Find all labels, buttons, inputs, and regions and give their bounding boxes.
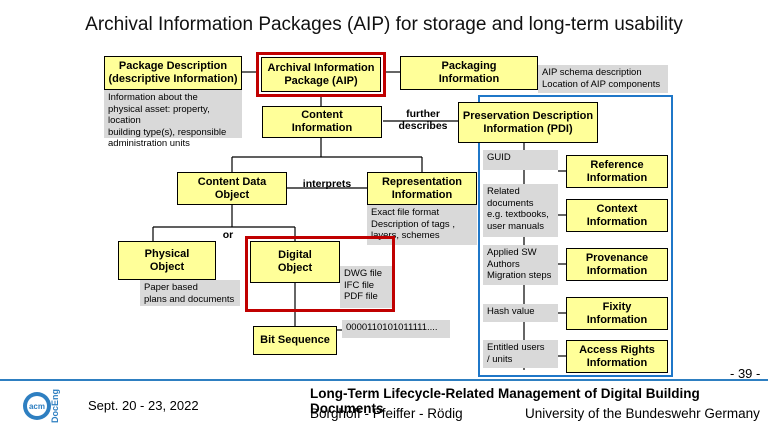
related-documents-note: Related documents e.g. textbooks, user m… [483, 184, 558, 237]
applied-sw-note: Applied SW Authors Migration steps [483, 245, 558, 285]
package-description-note: Information about the physical asset: pr… [104, 90, 242, 149]
conference-date: Sept. 20 - 23, 2022 [88, 398, 199, 413]
digital-object-box: Digital Object [250, 241, 340, 283]
slide-title: Archival Information Packages (AIP) for … [85, 14, 683, 35]
pdi-label: Preservation Description Information (PD… [462, 109, 594, 135]
provenance-information-label: Provenance Information [585, 251, 649, 277]
physical-note: Paper based plans and documents [140, 280, 240, 306]
fixity-information-label: Fixity Information [586, 300, 648, 326]
provenance-information-box: Provenance Information [566, 248, 668, 281]
digital-object-label: Digital Object [277, 249, 313, 274]
interprets-label: interprets [302, 178, 352, 190]
hash-value-note: Hash value [483, 304, 558, 322]
packaging-label: Packaging Information [438, 60, 500, 85]
reference-information-box: Reference Information [566, 155, 668, 188]
context-information-box: Context Information [566, 199, 668, 232]
logo-docengine-text: DocEng [50, 389, 60, 423]
bit-sequence-label: Bit Sequence [260, 334, 330, 346]
university: University of the Bundeswehr Germany [525, 406, 760, 421]
pdi-frame [478, 95, 673, 377]
or-label: or [222, 229, 234, 241]
access-rights-information-box: Access Rights Information [566, 340, 668, 373]
page-number: - 39 - [730, 366, 761, 381]
physical-object-box: Physical Object [118, 241, 216, 280]
bit-sequence-box: Bit Sequence [253, 326, 337, 355]
representation-information-box: Representation Information [367, 172, 477, 205]
entitled-users-note: Entitled users / units [483, 340, 558, 368]
further-describes-label: further describes [398, 108, 448, 132]
representation-information-label: Representation Information [381, 175, 463, 201]
package-description-box: Package Description (descriptive Informa… [104, 56, 242, 90]
aip-highlight-frame [256, 52, 386, 97]
context-information-label: Context Information [586, 202, 648, 228]
bit-sequence-note: 0000110101011111.... [342, 320, 450, 338]
footer-divider [0, 379, 768, 381]
access-rights-information-label: Access Rights Information [579, 343, 655, 369]
digital-note: DWG file IFC file PDF file [340, 266, 392, 308]
reference-information-label: Reference Information [586, 158, 648, 184]
authors: Borghoff - Pfeiffer - Rödig [310, 406, 463, 421]
docengine-logo-icon: acm DocEng [22, 385, 62, 427]
content-information-label: Content Information [291, 109, 353, 134]
physical-object-label: Physical Object [144, 247, 190, 273]
packaging-box: Packaging Information [400, 56, 538, 90]
packaging-note: AIP schema description Location of AIP c… [538, 65, 668, 93]
content-information-box: Content Information [262, 106, 382, 138]
guid-note: GUID [483, 150, 558, 170]
fixity-information-box: Fixity Information [566, 297, 668, 330]
talk-title: Long-Term Lifecycle-Related Management o… [310, 386, 700, 416]
content-data-object-label: Content Data Object [197, 175, 267, 201]
digital-highlight-frame [245, 236, 395, 312]
aip-box: Archival Information Package (AIP) [261, 57, 381, 92]
logo-acm-text: acm [29, 402, 45, 411]
aip-label: Archival Information Package (AIP) [267, 61, 375, 87]
package-description-label: Package Description (descriptive Informa… [108, 60, 238, 85]
pdi-box: Preservation Description Information (PD… [458, 102, 598, 143]
content-data-object-box: Content Data Object [177, 172, 287, 205]
